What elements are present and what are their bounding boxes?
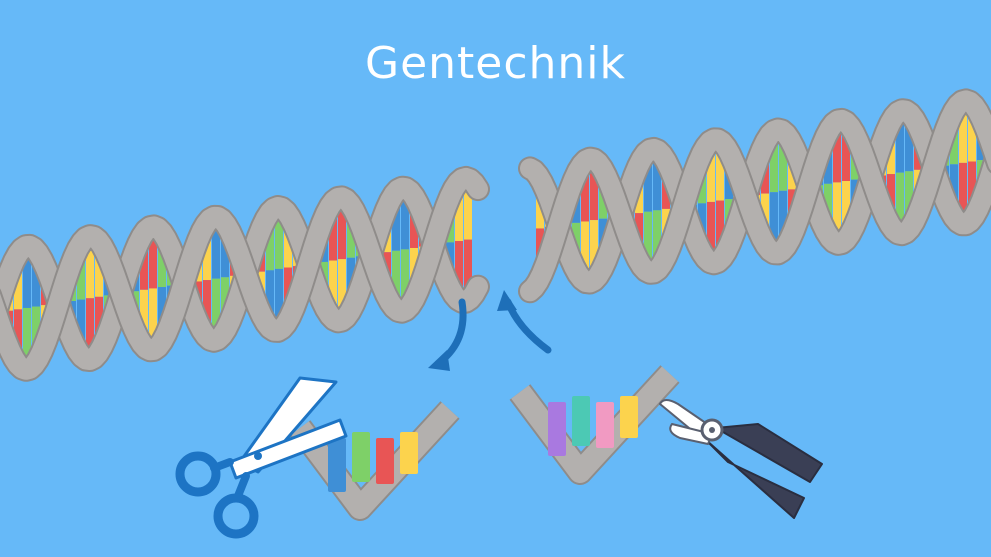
base xyxy=(32,255,40,307)
base xyxy=(968,108,976,162)
base xyxy=(455,188,463,242)
fragment-base xyxy=(548,402,566,456)
base xyxy=(266,270,274,322)
base xyxy=(464,184,472,240)
base xyxy=(329,209,337,261)
fragment-base xyxy=(620,396,638,438)
base xyxy=(23,252,31,308)
curved-arrow-down-left-icon xyxy=(428,298,467,371)
base xyxy=(95,246,103,297)
fragment-backbone xyxy=(291,402,459,519)
base xyxy=(590,164,598,221)
base xyxy=(275,212,283,269)
fragment-base xyxy=(352,432,370,482)
base xyxy=(842,181,850,235)
base xyxy=(581,221,589,275)
fragment-base xyxy=(596,402,614,448)
backbone-strand-front xyxy=(0,90,991,380)
base xyxy=(842,127,850,182)
base xyxy=(149,288,157,345)
dna-double-helix xyxy=(0,88,991,382)
base xyxy=(716,145,724,201)
base xyxy=(896,172,904,228)
base xyxy=(401,193,409,250)
removed-dna-fragment xyxy=(289,401,460,521)
base xyxy=(14,261,22,310)
inserted-dna-fragment xyxy=(509,365,680,485)
base xyxy=(392,250,400,303)
base xyxy=(77,250,85,300)
base xyxy=(833,127,841,183)
base xyxy=(140,289,148,340)
base xyxy=(644,211,652,266)
base xyxy=(968,161,976,215)
base xyxy=(86,298,94,355)
page-title: Gentechnik xyxy=(364,38,627,89)
fragment-backbone xyxy=(511,366,679,483)
base xyxy=(707,147,715,202)
base xyxy=(455,241,463,294)
base xyxy=(77,299,85,349)
base xyxy=(779,136,787,191)
fragment-base xyxy=(572,396,590,446)
base xyxy=(32,306,40,358)
base xyxy=(950,164,958,210)
base xyxy=(338,203,346,260)
base xyxy=(581,168,589,222)
base xyxy=(212,222,220,279)
base xyxy=(464,239,472,296)
base xyxy=(23,307,31,364)
base xyxy=(95,296,103,348)
base xyxy=(707,201,715,257)
fragment-base xyxy=(400,432,418,474)
base xyxy=(149,232,157,289)
base xyxy=(833,182,841,238)
base xyxy=(14,309,22,358)
base xyxy=(779,190,787,246)
base xyxy=(896,117,904,173)
base xyxy=(266,219,274,271)
base xyxy=(158,236,166,288)
base xyxy=(212,278,220,335)
curved-arrow-up-left-icon xyxy=(497,290,552,354)
base xyxy=(887,174,895,219)
base xyxy=(590,220,598,276)
base xyxy=(140,240,148,290)
pliers-icon xyxy=(659,399,823,519)
base xyxy=(644,157,652,212)
base xyxy=(905,117,913,172)
base xyxy=(653,155,661,211)
base xyxy=(329,260,337,312)
base xyxy=(959,162,967,219)
base xyxy=(824,183,832,228)
base xyxy=(347,209,355,258)
base xyxy=(716,200,724,256)
fragment-base xyxy=(376,438,394,484)
base xyxy=(284,218,292,268)
base xyxy=(770,192,778,247)
fragment-base xyxy=(328,438,346,492)
base xyxy=(770,137,778,193)
base xyxy=(401,249,409,306)
base xyxy=(653,210,661,266)
base xyxy=(221,227,229,278)
base xyxy=(392,198,400,251)
base xyxy=(86,242,94,299)
base xyxy=(203,280,211,331)
base xyxy=(905,171,913,225)
base xyxy=(203,229,211,281)
base xyxy=(959,107,967,163)
scissors-icon xyxy=(175,376,348,539)
backbone-strand-back xyxy=(0,100,991,370)
base xyxy=(275,268,283,325)
base xyxy=(338,259,346,316)
